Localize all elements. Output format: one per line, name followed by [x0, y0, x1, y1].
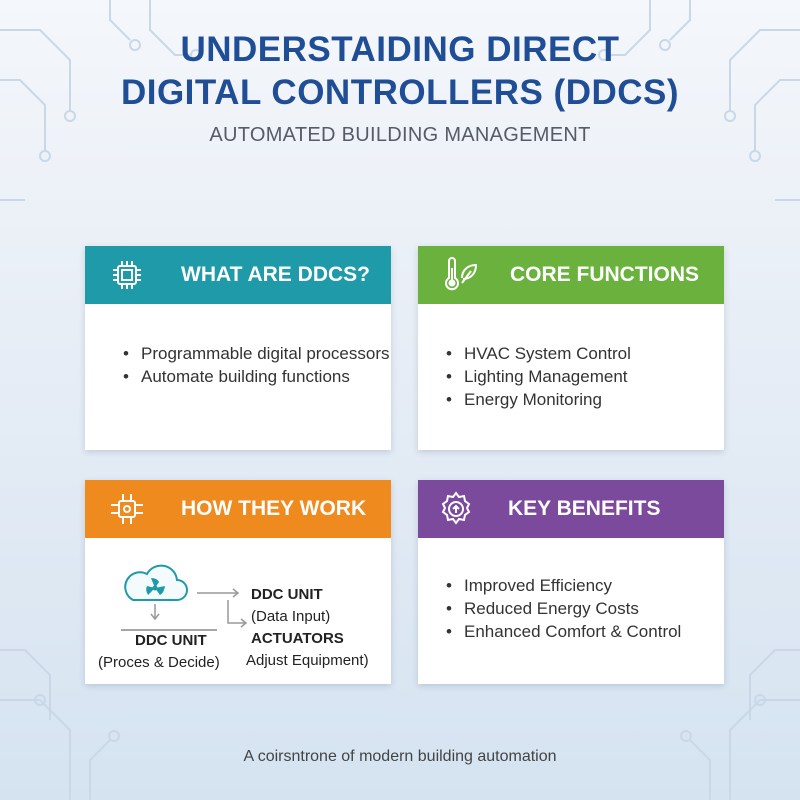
thermometer-leaf-icon — [440, 255, 480, 295]
card-core-functions: CORE FUNCTIONS •HVAC System Control •Lig… — [418, 246, 724, 450]
actuators-title: ACTUATORS — [251, 630, 344, 647]
list-item: •Energy Monitoring — [446, 390, 602, 409]
card-header: WHAT ARE DDCS? — [85, 246, 391, 304]
left-unit-subtitle: (Proces & Decide) — [98, 654, 220, 671]
card-title: HOW THEY WORK — [181, 497, 367, 520]
list-item: •Reduced Energy Costs — [446, 599, 639, 618]
list-item: •Programmable digital processors — [123, 344, 390, 363]
card-title: KEY BENEFITS — [508, 497, 661, 520]
diagram-connectors — [121, 564, 248, 631]
list-item: •HVAC System Control — [446, 344, 631, 363]
list-item: •Lighting Management — [446, 367, 628, 386]
right-unit-title: DDC UNIT — [251, 586, 323, 603]
card-header: CORE FUNCTIONS — [418, 246, 724, 304]
card-what-are-ddcs: WHAT ARE DDCS? •Programmable digital pro… — [85, 246, 391, 450]
card-header: HOW THEY WORK — [85, 480, 391, 538]
card-title: CORE FUNCTIONS — [510, 263, 699, 286]
list-item: •Automate building functions — [123, 367, 350, 386]
page-title-line-1: UNDERSTAIDING DIRECT — [180, 30, 620, 69]
gear-icon — [436, 489, 476, 529]
chip-icon — [107, 255, 147, 295]
page-title-line-2: DIGITAL CONTROLLERS (DDCS) — [120, 73, 680, 112]
card-key-benefits: KEY BENEFITS •Improved Efficiency •Reduc… — [418, 480, 724, 684]
card-header: KEY BENEFITS — [418, 480, 724, 538]
list-item: •Improved Efficiency — [446, 576, 613, 595]
list-item: •Enhanced Comfort & Control — [446, 622, 682, 641]
right-unit-subtitle: (Data Input) — [251, 608, 331, 625]
footer-tagline: A coirsntrone of modern building automat… — [243, 748, 557, 765]
processor-icon — [107, 489, 147, 529]
card-title: WHAT ARE DDCS? — [181, 263, 370, 286]
left-unit-title: DDC UNIT — [135, 632, 207, 649]
page-subtitle: AUTOMATED BUILDING MANAGEMENT — [209, 124, 591, 146]
workflow-diagram: DDC UNIT (Proces & Decide) DDC UNIT (Dat… — [85, 538, 391, 684]
actuators-subtitle: Adjust Equipment) — [246, 652, 369, 669]
card-how-they-work: HOW THEY WORK DDC UN — [85, 480, 391, 684]
